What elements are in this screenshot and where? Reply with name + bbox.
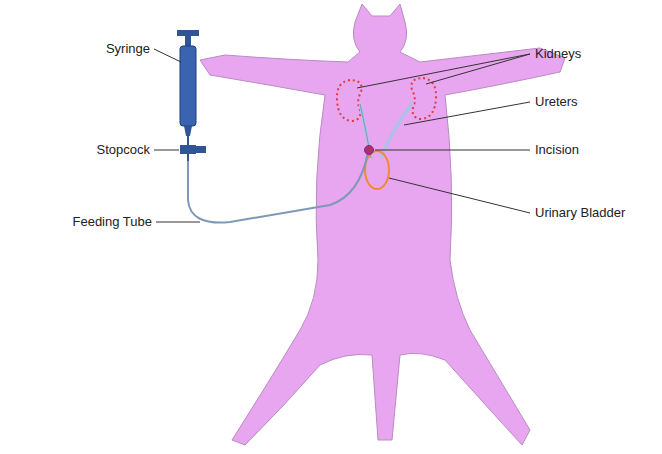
leader-line bbox=[404, 102, 530, 125]
pig-silhouette bbox=[200, 4, 565, 445]
part-label: Urinary Bladder bbox=[535, 205, 625, 221]
incision-mark bbox=[365, 146, 374, 155]
syringe-nozzle bbox=[187, 136, 189, 146]
part-label: Feeding Tube bbox=[72, 214, 152, 230]
leader-line bbox=[389, 178, 530, 213]
right-kidney bbox=[411, 78, 436, 119]
leader-line bbox=[154, 150, 179, 151]
part-label: Syringe bbox=[106, 41, 150, 57]
leader-line bbox=[156, 222, 200, 223]
leader-line bbox=[375, 150, 530, 151]
part-label: Incision bbox=[535, 142, 579, 158]
feeding-tube bbox=[188, 152, 368, 223]
syringe-tip bbox=[184, 126, 192, 136]
stopcock-outlet bbox=[187, 154, 189, 161]
left-kidney bbox=[337, 80, 362, 121]
part-label: Ureters bbox=[535, 94, 578, 110]
leader-line bbox=[357, 54, 530, 88]
leader-line bbox=[426, 54, 530, 84]
stopcock-body bbox=[180, 145, 196, 154]
leader-line bbox=[154, 49, 181, 62]
part-label: Stopcock bbox=[97, 142, 150, 158]
syringe-plunger-cap bbox=[177, 30, 199, 36]
syringe-barrel bbox=[180, 46, 196, 126]
stopcock-handle bbox=[196, 146, 206, 153]
part-label: Kidneys bbox=[535, 46, 581, 62]
urinary-bladder bbox=[365, 151, 389, 189]
